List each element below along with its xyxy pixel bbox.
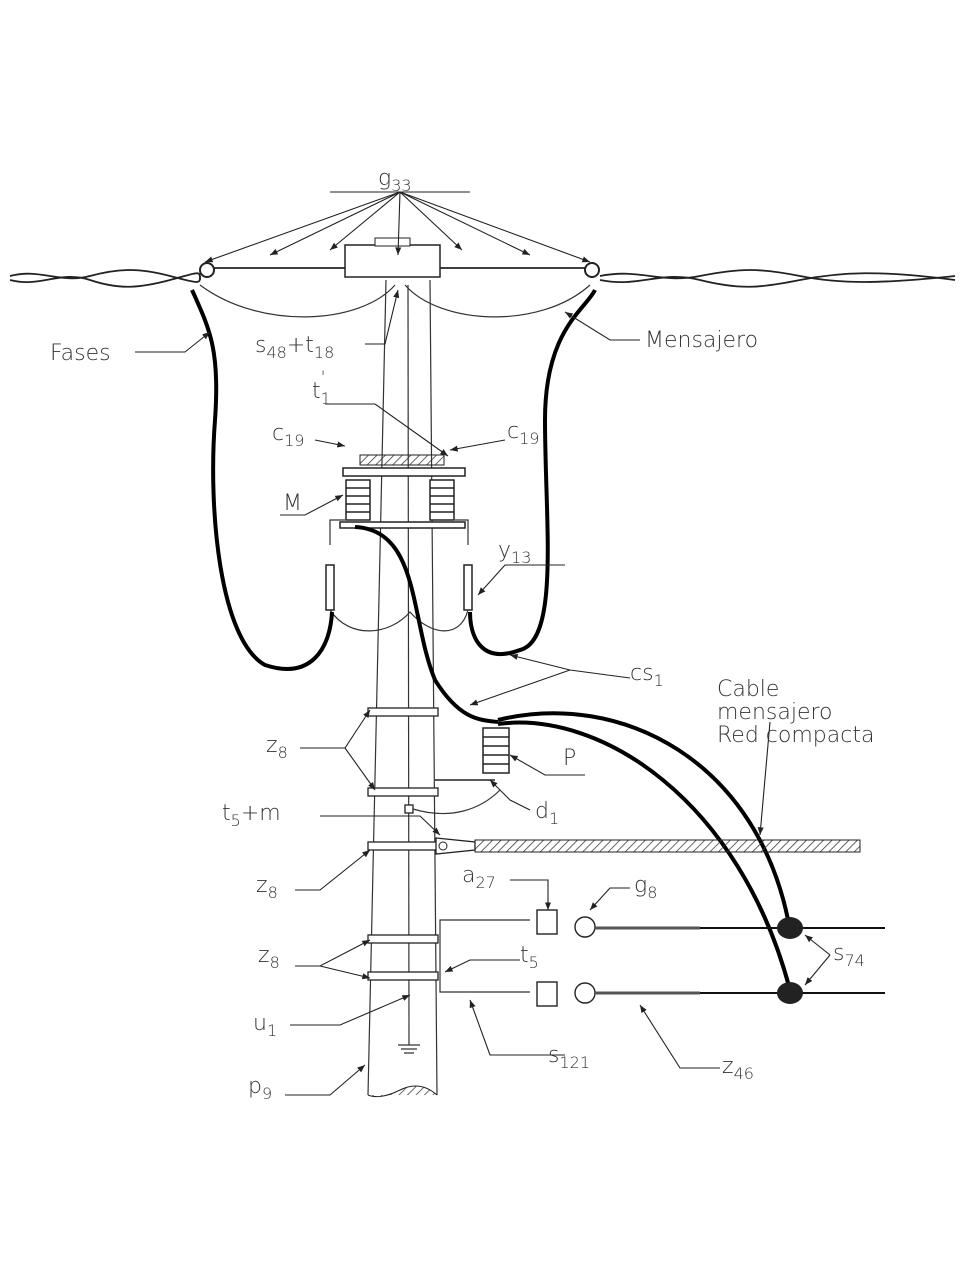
secondary-lines [439,909,885,1007]
label-a27: a27 [462,863,496,892]
label-z8-lower: z8 [258,943,280,972]
messenger-tension-assembly [199,237,600,318]
label-g8: g8 [634,873,657,902]
twisted-phase-cables [9,269,956,288]
label-m: M [283,491,302,516]
label-d1: d1 [535,799,559,828]
label-c19-right: c19 [507,419,539,448]
label-fases: Fases [50,341,111,366]
label-c19-left: c19 [272,421,304,450]
label-s121: s121 [548,1043,590,1072]
label-u1: u1 [253,1011,277,1040]
label-p9: p9 [248,1074,272,1103]
crossarm-and-insulators [325,454,473,632]
label-z8-middle: z8 [256,873,278,902]
label-mensajero: Mensajero [645,328,758,353]
jumper-cables [190,289,792,991]
leader-lines [135,191,831,1096]
label-t1-prime: t1' [312,367,331,408]
label-z46: z46 [722,1054,754,1083]
label-cs1: cs1 [630,661,664,690]
pole [367,279,438,1098]
label-s48-t18: s48+t18 [255,333,334,362]
label-z8-upper: z8 [266,733,288,762]
label-t5-m: t5+m [222,801,281,830]
label-y13: y13 [498,538,531,567]
label-g33: g33 [378,166,412,195]
label-t5: t5 [520,943,539,972]
surge-arrester [435,727,510,781]
label-p: P [563,746,576,771]
compact-network-messenger [435,837,861,855]
label-s74: s74 [833,941,865,970]
